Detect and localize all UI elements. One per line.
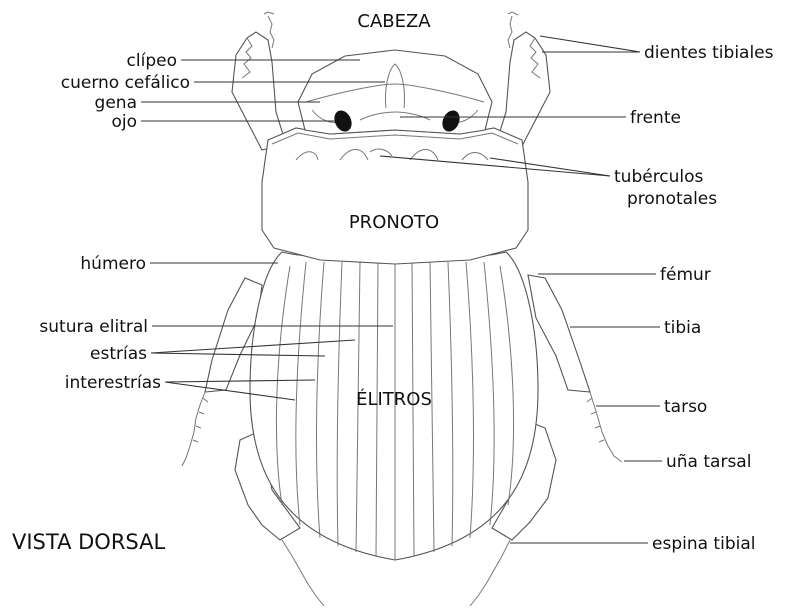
region-elytra-label: ÉLITROS bbox=[356, 388, 432, 410]
label-frente: frente bbox=[630, 108, 681, 128]
label-sutura-elitral: sutura elitral bbox=[39, 317, 148, 337]
front-left-leg bbox=[232, 12, 286, 150]
label-tibia: tibia bbox=[664, 318, 701, 338]
region-pronotum-label: PRONOTO bbox=[349, 212, 439, 233]
pronotum bbox=[262, 128, 528, 264]
label-gena: gena bbox=[95, 93, 137, 113]
view-title: VISTA DORSAL bbox=[12, 530, 166, 554]
label-espina-tibial: espina tibial bbox=[652, 534, 755, 554]
beetle-illustration bbox=[182, 12, 622, 606]
label-pronotales: pronotales bbox=[627, 189, 717, 209]
leader-dientes-1 bbox=[540, 36, 640, 52]
label-estrias: estrías bbox=[90, 344, 147, 364]
label-humero: húmero bbox=[80, 254, 146, 274]
label-una-tarsal: uña tarsal bbox=[666, 452, 751, 472]
front-right-leg bbox=[496, 12, 550, 150]
label-dientes-tibiales: dientes tibiales bbox=[644, 43, 774, 63]
label-clipeo: clípeo bbox=[127, 51, 177, 71]
label-tuberculos: tubérculos bbox=[614, 167, 704, 187]
label-interestrias: interestrías bbox=[65, 373, 161, 393]
label-tarso: tarso bbox=[664, 397, 707, 417]
label-cuerno-cefalico: cuerno cefálico bbox=[61, 73, 190, 93]
label-femur: fémur bbox=[660, 265, 711, 285]
region-head-label: CABEZA bbox=[357, 11, 431, 32]
label-ojo: ojo bbox=[111, 112, 137, 132]
